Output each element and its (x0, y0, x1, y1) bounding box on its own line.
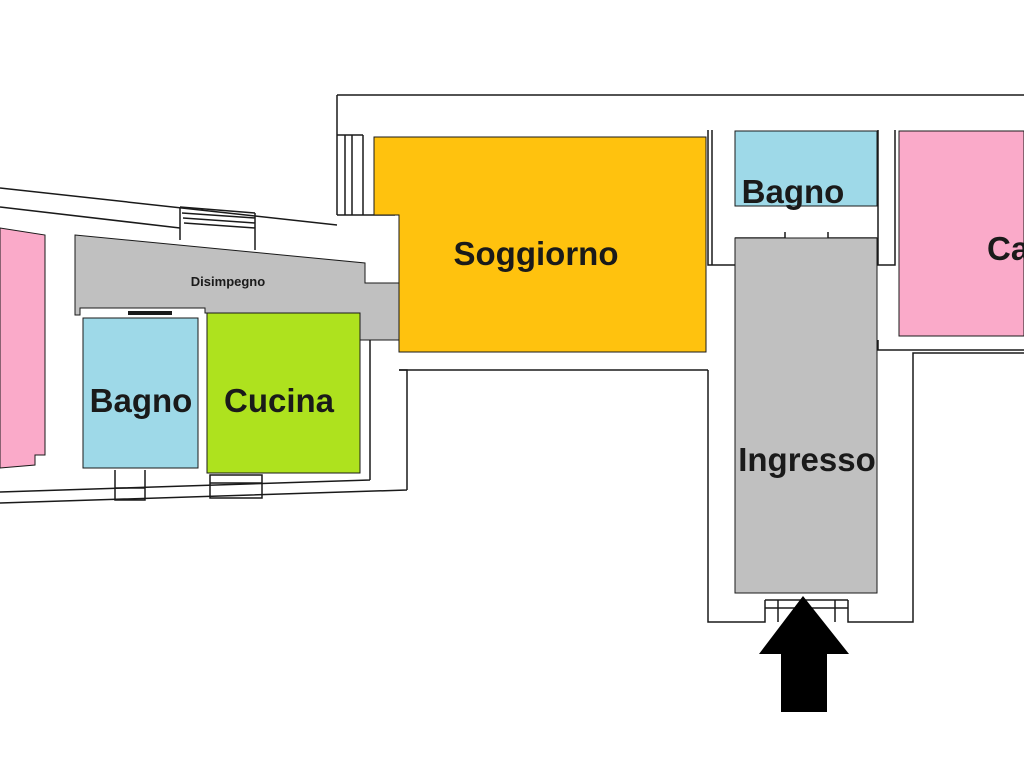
left-block-outline (0, 187, 408, 504)
room-ingresso[interactable] (734, 237, 878, 594)
room-camera[interactable] (898, 130, 1024, 337)
room-pink-left[interactable] (0, 227, 46, 469)
stair-marks (179, 206, 256, 250)
arrow-up-icon (759, 596, 849, 712)
room-cucina[interactable] (206, 312, 361, 474)
room-bagno-top[interactable] (734, 130, 878, 207)
room-bagno-left-label: Bagno (90, 382, 193, 419)
room-soggiorno-label: Soggiorno (454, 235, 619, 272)
room-ingresso-label: Ingresso (738, 441, 876, 478)
room-bagno-top-label: Bagno (742, 173, 845, 210)
walls (0, 94, 1024, 623)
room-cucina-label: Cucina (224, 382, 335, 419)
room-disimpegno-label: Disimpegno (191, 274, 265, 289)
hall-walls (399, 130, 1024, 623)
lower-fixtures (114, 470, 263, 501)
room-bagno-left[interactable] (82, 317, 199, 469)
room-soggiorno[interactable] (373, 136, 707, 353)
right-block-outline (336, 94, 1024, 216)
room-camera-label: Ca (987, 230, 1024, 267)
